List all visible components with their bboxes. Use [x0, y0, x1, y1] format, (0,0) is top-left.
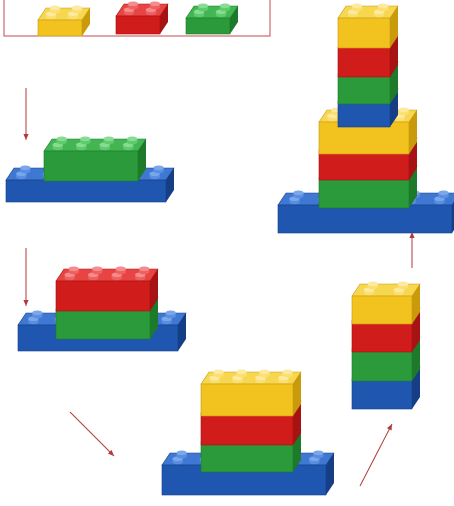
- step-5-brick-yellow-stud: [399, 107, 409, 115]
- step-4-brick-yellow: [352, 281, 420, 324]
- step-1-brick-green-stud: [57, 136, 67, 144]
- step-2-brick-red: [56, 266, 158, 311]
- step-2-brick-red-stud: [139, 266, 149, 274]
- step-3-brick-yellow: [201, 369, 301, 416]
- step-3-brick-blue-stud: [313, 450, 323, 458]
- step-2: [18, 266, 186, 351]
- step-2-brick-red-stud: [116, 266, 126, 274]
- step-3-brick-yellow-stud: [236, 369, 246, 377]
- assembly-steps: [6, 3, 454, 495]
- step-5: [278, 3, 454, 233]
- legend-brick-green: [186, 3, 238, 34]
- step-3-brick-yellow-stud: [259, 369, 269, 377]
- step-1-brick-blue-stud: [153, 165, 163, 173]
- step-1-brick-green-stud: [80, 136, 90, 144]
- step-1-brick-green-stud: [104, 136, 114, 144]
- step-3-brick-yellow-stud: [213, 369, 223, 377]
- step-1-brick-green: [44, 136, 146, 181]
- legend-brick-yellow: [38, 5, 90, 36]
- arrowhead-icon: [23, 134, 28, 140]
- legend-brick-red-stud: [150, 1, 160, 9]
- step-4: [352, 281, 420, 409]
- legend-brick-yellow-stud: [72, 5, 82, 13]
- legend-brick-green-stud: [198, 3, 208, 11]
- step-arrow-2: [23, 248, 28, 306]
- step-arrow-1: [23, 88, 28, 140]
- step-1-brick-blue-stud: [20, 165, 30, 173]
- step-arrow-5: [409, 232, 414, 268]
- step-1: [6, 136, 174, 202]
- step-arrow-4: [360, 424, 392, 486]
- step-5-brick-yellow-stud: [352, 3, 362, 11]
- legend-brick-green-stud: [220, 3, 230, 11]
- step-1-brick-green-stud: [127, 136, 137, 144]
- step-5-brick-blue-stud: [438, 190, 448, 198]
- legend-brick-red-stud: [128, 1, 138, 9]
- step-2-brick-blue-stud: [32, 310, 42, 318]
- step-2-brick-red-stud: [92, 266, 102, 274]
- step-3-brick-blue-stud: [176, 450, 186, 458]
- legend-brick-yellow-stud: [50, 5, 60, 13]
- step-4-brick-yellow-stud: [368, 281, 378, 289]
- step-3: [162, 369, 334, 495]
- step-5-brick-blue-stud: [293, 190, 303, 198]
- step-4-brick-yellow-stud: [398, 281, 408, 289]
- step-2-brick-blue-stud: [165, 310, 175, 318]
- step-3-brick-yellow-stud: [282, 369, 292, 377]
- step-arrow-3: [70, 412, 114, 456]
- step-5-brick-yellow-stud: [378, 3, 388, 11]
- step-5-brick-yellow: [338, 3, 398, 48]
- legend-brick-red: [116, 1, 168, 34]
- arrowhead-icon: [23, 300, 28, 306]
- step-2-brick-red-stud: [69, 266, 79, 274]
- legend-bricks: [38, 1, 238, 36]
